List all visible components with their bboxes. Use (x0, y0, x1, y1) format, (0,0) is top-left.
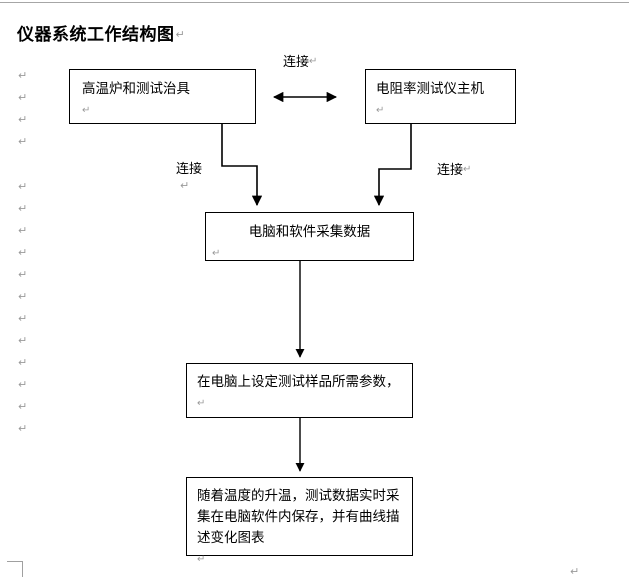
flowchart-box-params[interactable]: 在电脑上设定测试样品所需参数， ↵ (186, 363, 413, 418)
paragraph-mark: ↵ (570, 565, 580, 578)
paragraph-mark: ↵ (18, 400, 28, 413)
paragraph-mark: ↵ (18, 113, 28, 126)
page-title: 仪器系统工作结构图↵ (17, 20, 185, 45)
arrow-furnace-acquire (221, 124, 263, 207)
paragraph-mark: ↵ (18, 135, 28, 148)
page-title-text: 仪器系统工作结构图 (17, 25, 175, 45)
connector-label-right: 连接↵ (437, 159, 471, 178)
pilcrow-mark: ↵ (197, 398, 206, 409)
margin-crop-mark (7, 561, 23, 577)
flowchart-box-acquire[interactable]: 电脑和软件采集数据 ↵ (205, 212, 414, 261)
connector-label-right-text: 连接 (437, 163, 464, 178)
paragraph-mark: ↵ (18, 422, 28, 435)
paragraph-mark: ↵ (18, 224, 28, 237)
paragraph-mark: ↵ (18, 290, 28, 303)
flowchart-box-host[interactable]: 电阻率测试仪主机 ↵ (365, 69, 516, 124)
connector-label-top-text: 连接 (283, 55, 310, 70)
pilcrow-mark: ↵ (175, 28, 186, 41)
connector-label-left: 连接 (176, 158, 202, 177)
paragraph-mark: ↵ (18, 334, 28, 347)
flowchart-box-furnace[interactable]: 高温炉和测试治具 ↵ (69, 69, 256, 124)
flowchart-box-params-label: 在电脑上设定测试样品所需参数， (197, 374, 400, 390)
paragraph-mark: ↵ (18, 312, 28, 325)
paragraph-mark: ↵ (18, 180, 28, 193)
pilcrow-mark: ↵ (309, 56, 318, 67)
pilcrow-mark: ↵ (463, 164, 472, 175)
paragraph-mark: ↵ (18, 202, 28, 215)
paragraph-mark: ↵ (18, 268, 28, 281)
flowchart-box-host-label: 电阻率测试仪主机 (376, 81, 484, 97)
top-rule (0, 2, 629, 3)
flowchart-box-acquire-label: 电脑和软件采集数据 (248, 224, 371, 240)
pilcrow-mark: ↵ (212, 248, 221, 259)
pilcrow-mark: ↵ (376, 105, 385, 116)
connector-label-top: 连接↵ (283, 51, 317, 70)
connector-label-left-text: 连接 (176, 162, 203, 177)
flowchart-box-furnace-label: 高温炉和测试治具 (82, 81, 190, 97)
paragraph-mark: ↵ (18, 356, 28, 369)
paragraph-mark: ↵ (18, 91, 28, 104)
paragraph-mark: ↵ (18, 378, 28, 391)
paragraph-mark: ↵ (18, 246, 28, 259)
paragraph-mark: ↵ (18, 69, 28, 82)
pilcrow-mark: ↵ (197, 554, 206, 565)
flowchart-box-record[interactable]: 随着温度的升温，测试数据实时采集在电脑软件内保存，并有曲线描述变化图表 ↵ (186, 477, 413, 565)
flowchart-box-record-label: 随着温度的升温，测试数据实时采集在电脑软件内保存，并有曲线描述变化图表 (197, 488, 400, 546)
arrow-host-acquire (373, 124, 412, 207)
paragraph-mark: ↵ (180, 179, 190, 192)
pilcrow-mark: ↵ (82, 105, 91, 116)
